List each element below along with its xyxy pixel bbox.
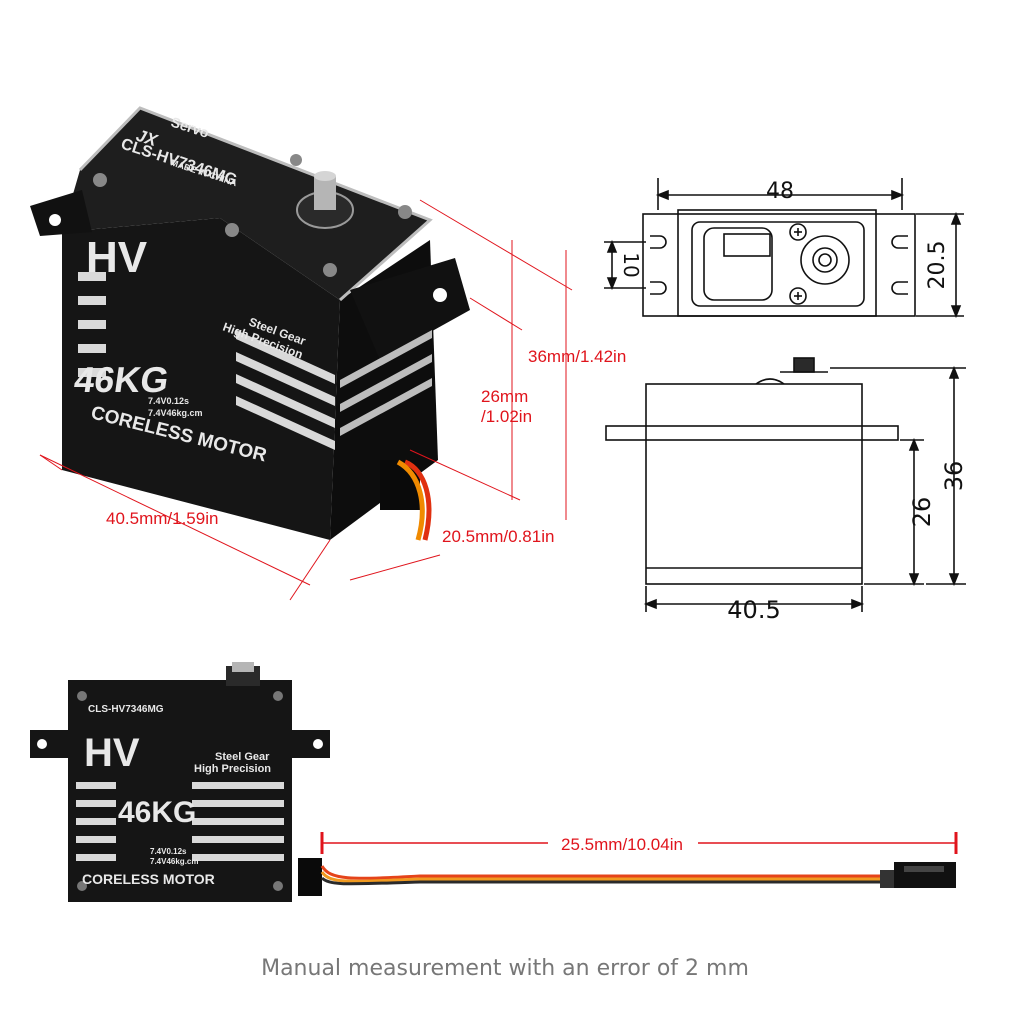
height-26mm-inch-label: /1.02in [481,407,532,426]
front-servo-model-label: CLS-HV7346MG [88,704,164,715]
side-view-height-26-label: 26 [908,497,936,528]
servo-spec-line1: 7.4V0.12s [148,396,189,406]
front-servo-spec-line2: 7.4V46kg.cm [150,857,198,866]
servo-torque-mark: 46KG [72,359,172,400]
top-view-width-48-label: 48 [766,179,794,204]
height-26mm-label: 26mm [481,387,528,406]
height-36mm-label: 36mm/1.42in [528,347,626,366]
front-servo-gear-line1: Steel Gear [215,751,270,763]
servo-perspective-photo: CLS-HV7346MG Servo JX MADE IN CHINA HV 4… [30,106,470,541]
side-view-length-40-5-label: 40.5 [727,596,780,624]
cable-length-label: 25.5mm/10.04in [561,835,683,854]
front-servo-motor-label: CORELESS MOTOR [82,871,215,887]
top-view-drawing [604,178,964,319]
top-view-depth-20-5-label: 20.5 [925,241,950,290]
front-servo-hv-mark: HV [84,731,140,775]
length-40-5mm-label: 40.5mm/1.59in [106,509,218,528]
measurement-caption: Manual measurement with an error of 2 mm [261,956,749,981]
servo-front-photo: CLS-HV7346MG HV Steel Gear High Precisio… [30,662,330,902]
side-view-height-36-label: 36 [940,461,968,492]
front-servo-spec-line1: 7.4V0.12s [150,847,187,856]
servo-spec-line2: 7.4V46kg.cm [148,408,203,418]
front-servo-gear-line2: High Precision [194,763,271,775]
width-20-5mm-label: 20.5mm/0.81in [442,527,554,546]
front-servo-torque-mark: 46KG [118,796,196,829]
side-view-drawing [605,357,966,612]
servo-cable [320,862,956,888]
servo-hv-mark: HV [86,233,148,282]
perspective-dimension-lines [39,199,573,601]
top-view-hole-spacing-10-label: 10 [619,252,643,277]
